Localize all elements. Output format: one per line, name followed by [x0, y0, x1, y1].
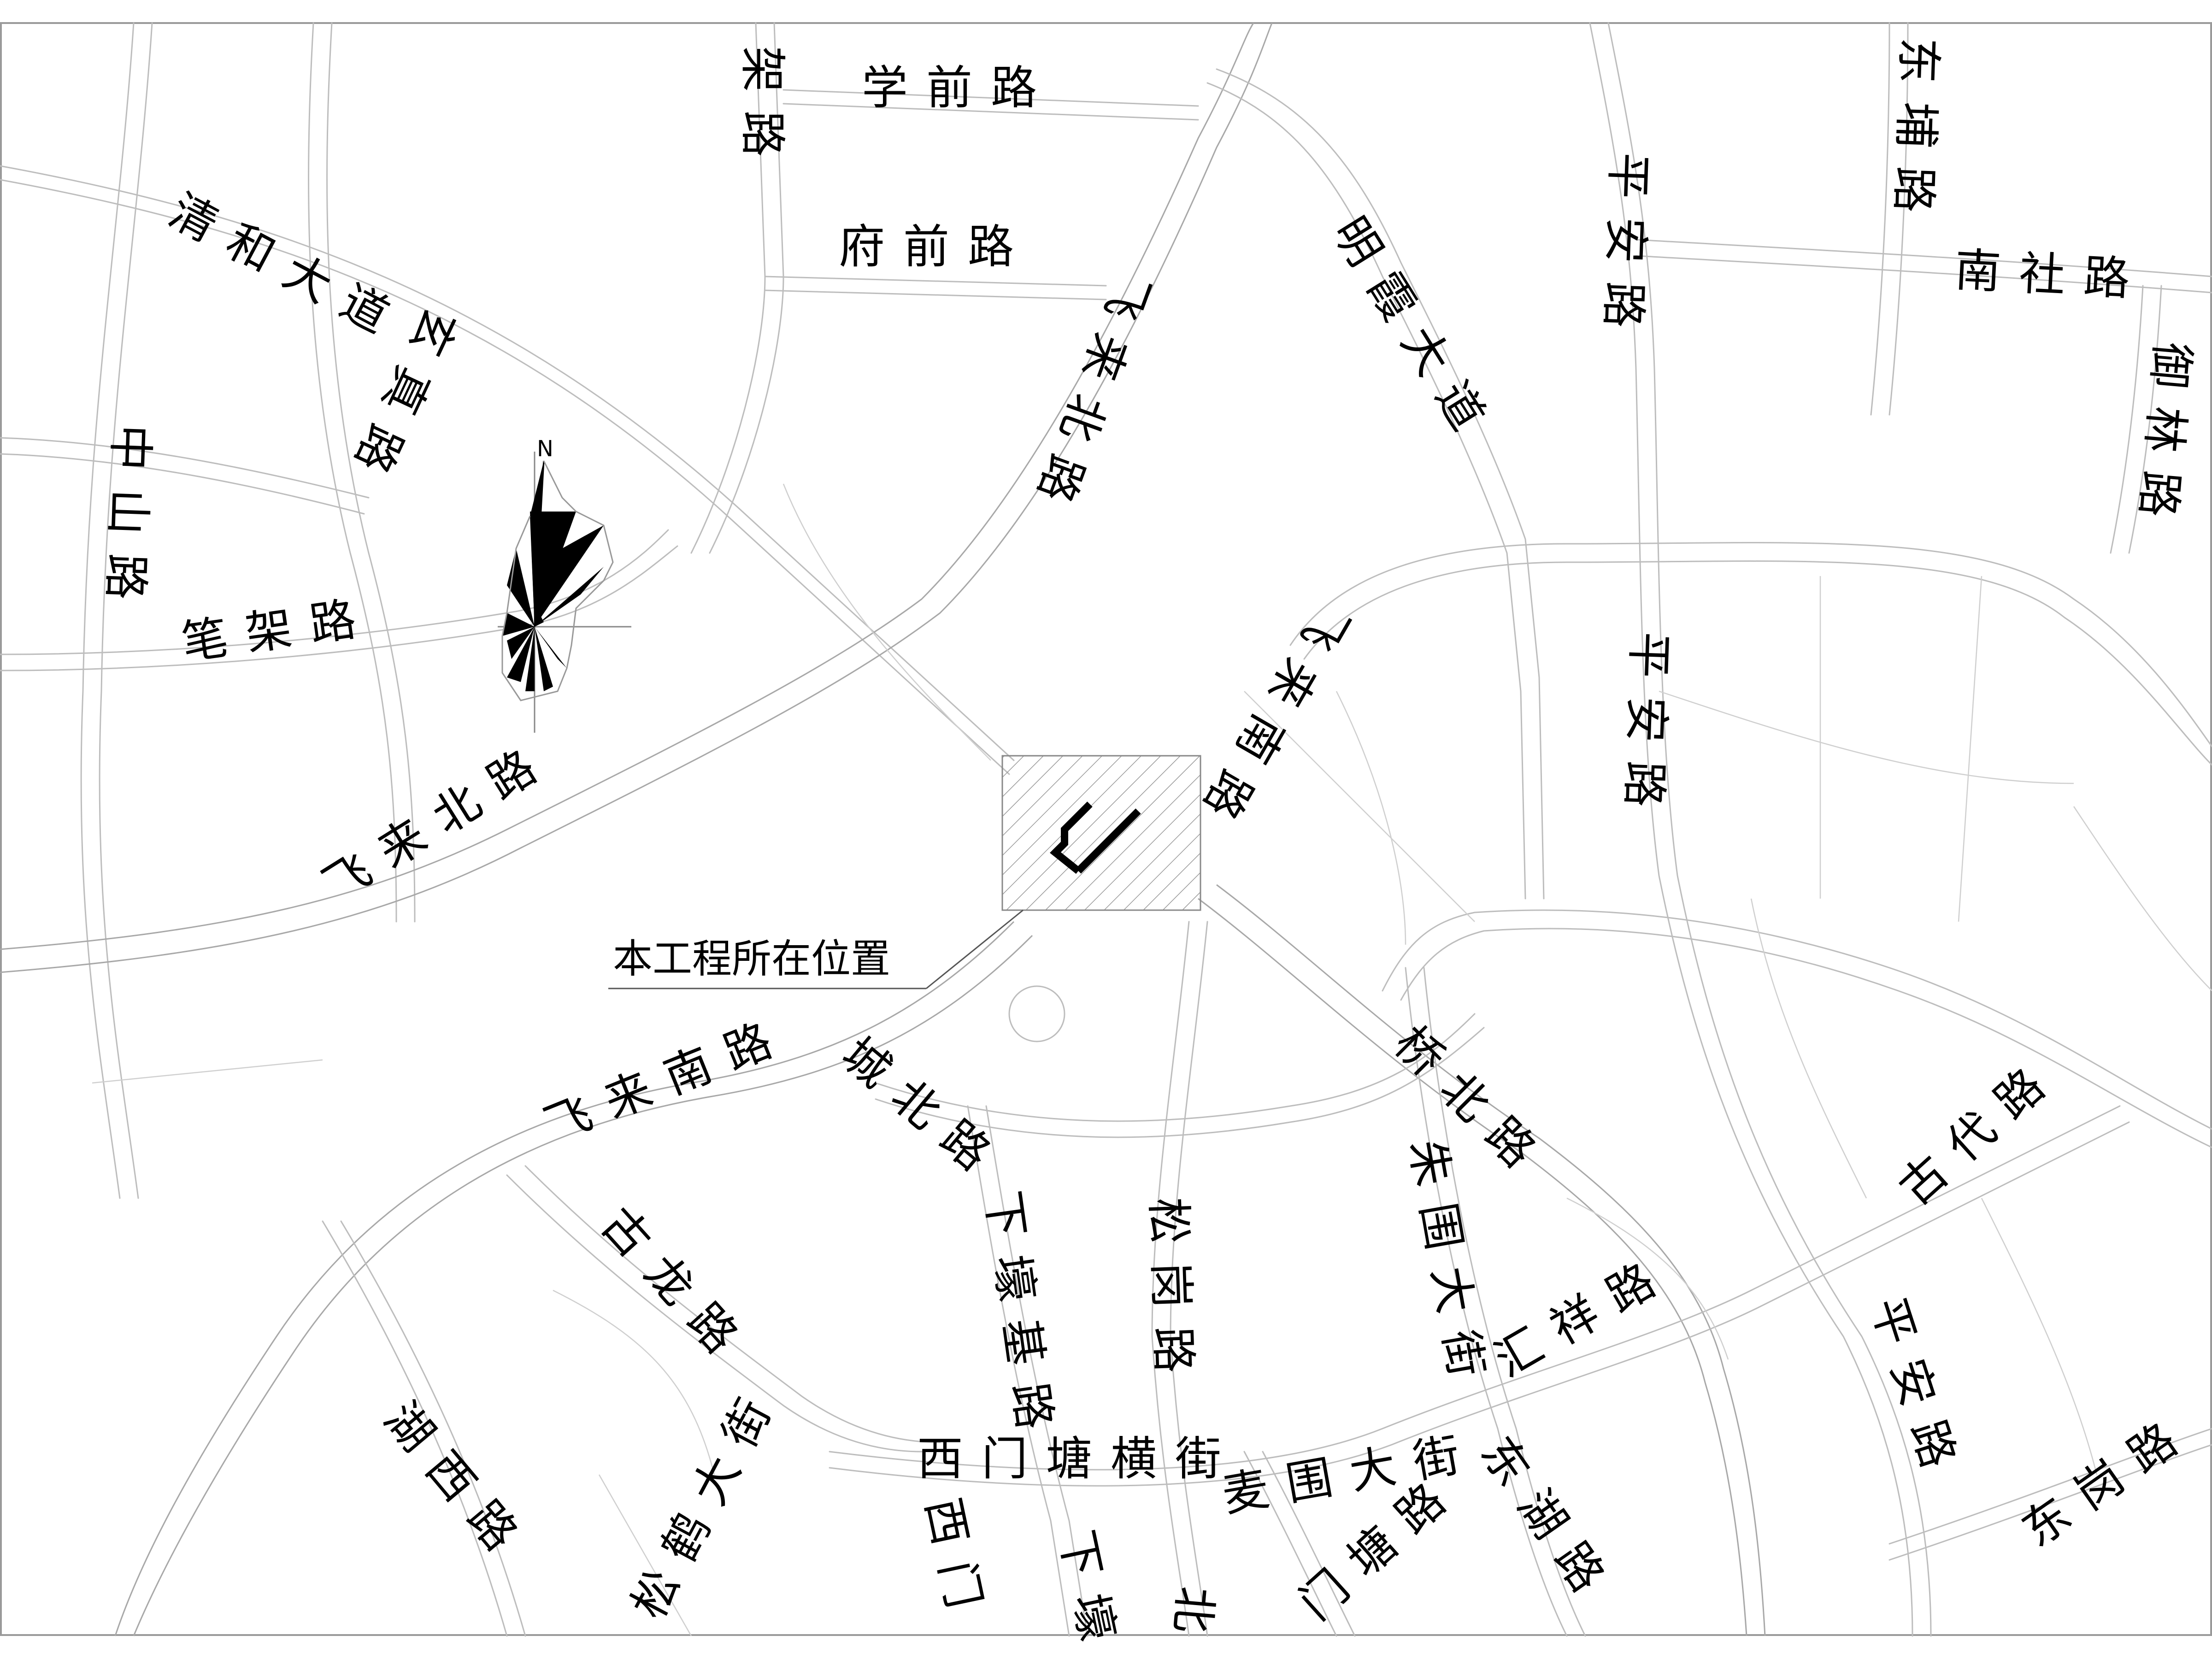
- road-label-zhuwei: 朱围大街: [1399, 1135, 1497, 1399]
- road-label-songhe: 松鹤大街: [621, 1374, 790, 1627]
- road-label-ximentang: 西门塘横街: [917, 1432, 1240, 1486]
- road-label-feilai-bei: 飞来北路: [1021, 266, 1160, 527]
- road-label-jia: 架路: [735, 46, 789, 175]
- road-label-gulong: 古龙路: [591, 1197, 760, 1377]
- road-label-huixiang: 汇祥路: [1486, 1244, 1680, 1387]
- road-label-xiahao: 下壕基路: [975, 1188, 1065, 1451]
- road-label-donghu: 东湖路: [1470, 1427, 1625, 1617]
- road-label-xihu: 湖西路: [374, 1392, 540, 1575]
- caption-leader: [926, 909, 1024, 989]
- road-label-pingan-2: 平安路: [1616, 631, 1677, 826]
- north-arrow-icon: N: [498, 436, 631, 733]
- road-label-bei-frag: 北: [1165, 1584, 1222, 1635]
- road-label-songgang: 松岗路: [1141, 1197, 1202, 1392]
- road-label-ximen2: 西门: [916, 1494, 995, 1631]
- road-label-pingan-1: 平安路: [1595, 152, 1656, 347]
- road-network: [0, 22, 2212, 1637]
- road-label-feilai-nan-lower: 飞来南路: [537, 1006, 796, 1153]
- road-label-dongpu: 东埔路: [1885, 36, 1946, 232]
- map-frame: [0, 22, 2212, 1636]
- site-marker: [1001, 755, 1201, 911]
- road-label-nanshe: 南社路: [1953, 243, 2150, 307]
- road-label-fuqian: 府前路: [839, 220, 1032, 274]
- road-label-guzhi: 古代路: [1888, 1046, 2068, 1216]
- road-label-zhongshan: 中山路: [97, 424, 158, 619]
- road-label-xueqian: 学前路: [862, 61, 1055, 115]
- road-label-qinghe: 清和大道: [161, 183, 414, 352]
- road-label-yulin: 御林路: [2129, 340, 2199, 538]
- site-caption: 本工程所在位置: [613, 936, 890, 982]
- north-label: N: [537, 436, 553, 462]
- road-label-xiahao2: 下壕: [1049, 1526, 1129, 1659]
- road-label-mingxia: 明霞大道: [1323, 208, 1505, 455]
- road-label-pingan-3: 平安路: [1860, 1291, 1971, 1492]
- road-label-feilai-nan-upper: 飞来南路: [1184, 594, 1359, 844]
- road-label-xigang: 东岗路: [2012, 1402, 2202, 1558]
